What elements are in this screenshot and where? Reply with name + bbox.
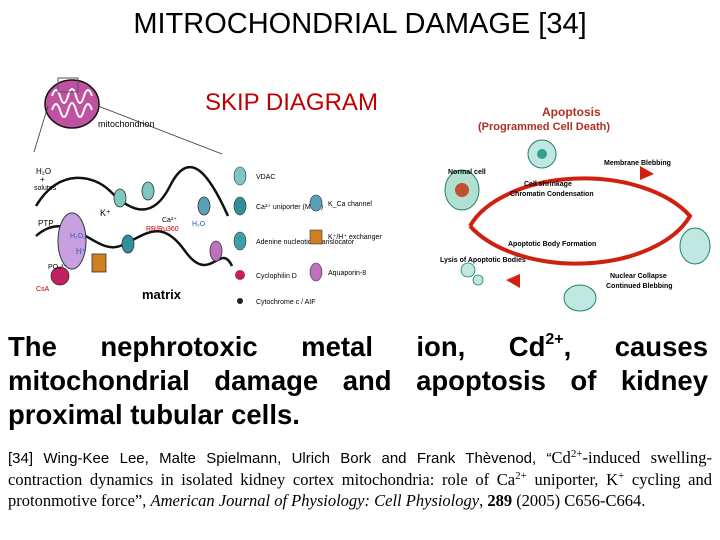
label-h2o2: H₂O₂	[70, 233, 86, 240]
legend-cyclophilin: Cyclophilin D	[256, 273, 297, 280]
main-statement-line1: The nephrotoxic metal ion, Cd2+, causes	[8, 331, 708, 362]
legend-kca: K_Ca channel	[328, 201, 372, 208]
stage-nuclear-collapse: Nuclear Collapse	[610, 273, 667, 280]
stage-continued: Continued Blebbing	[606, 283, 673, 290]
reference-journal: American Journal of Physiology: Cell Phy…	[150, 491, 480, 510]
reference-volume: 289	[487, 491, 513, 510]
reference-authors: [34] Wing-Kee Lee, Malte Spielmann, Ulri…	[8, 450, 552, 467]
legend-cytochrome: Cytochrome c / AIF	[256, 299, 316, 306]
cycle-arrow	[468, 176, 693, 266]
stage-lysis: Lysis of Apoptotic Bodies	[440, 257, 526, 264]
legend-ant: Adenine nucleotide translocator	[256, 239, 355, 246]
matrix-label: matrix	[142, 287, 182, 302]
label-h2o-right: H₂O	[192, 221, 206, 228]
label-kplus: K⁺	[100, 208, 111, 218]
page-title: MITROCHONDRIAL DAMAGE [34]	[133, 8, 587, 40]
label-ca2: Ca²⁺	[162, 217, 177, 224]
label-hplus: H⁺	[76, 247, 86, 256]
stage-normal-cell: Normal cell	[448, 169, 486, 176]
label-csa: CsA	[36, 286, 50, 293]
legend-kh: K⁺/H⁺ exchanger	[328, 234, 382, 241]
stage-chromatin: Chromatin Condensation	[510, 191, 594, 198]
label-solutes: solutes	[34, 185, 57, 192]
main-statement: The nephrotoxic metal ion, Cd2+, causes …	[8, 330, 708, 432]
legend-vdac: VDAC	[256, 174, 275, 181]
label-plus: +	[40, 175, 45, 184]
legend-mcu: Ca²⁺ uniporter (MCU)	[256, 204, 323, 211]
reference-citation: [34] Wing-Kee Lee, Malte Spielmann, Ulri…	[8, 448, 712, 510]
outer-membrane	[34, 165, 230, 217]
body-cell-icon	[563, 284, 597, 312]
apoptosis-diagram: Apoptosis (Programmed Cell Death) Normal…	[440, 105, 711, 312]
apoptosis-title: Apoptosis	[542, 105, 601, 119]
stage-membrane-blebbing: Membrane Blebbing	[604, 160, 671, 167]
main-statement-rest: mitochondrial damage and apoptosis of ki…	[8, 365, 708, 430]
skip-diagram-link[interactable]: SKIP DIAGRAM	[205, 89, 378, 116]
stage-cell-shrinkage: Cell shrinkage	[524, 181, 572, 188]
label-h2o: H₂O	[36, 167, 51, 176]
legend: VDAC Ca²⁺ uniporter (MCU) Adenine nucleo…	[233, 166, 382, 306]
label-rr: RR/Ru360	[146, 226, 179, 233]
figure-panel: mitochondrion H₂O + solutes PTP H₂O₂ K⁺ …	[33, 77, 711, 312]
mitochondrion-label: mitochondrion	[98, 119, 155, 129]
mitochondria-diagram: mitochondrion H₂O + solutes PTP H₂O₂ K⁺ …	[33, 77, 234, 302]
stage-apoptotic-body: Apoptotic Body Formation	[508, 241, 596, 248]
legend-aquaporin: Aquaporin-8	[328, 270, 366, 277]
label-ptp: PTP	[38, 219, 54, 228]
collapse-cell-icon	[679, 227, 711, 265]
apoptosis-subtitle: (Programmed Cell Death)	[478, 121, 610, 133]
label-po4: PO₄³⁻	[48, 264, 67, 271]
